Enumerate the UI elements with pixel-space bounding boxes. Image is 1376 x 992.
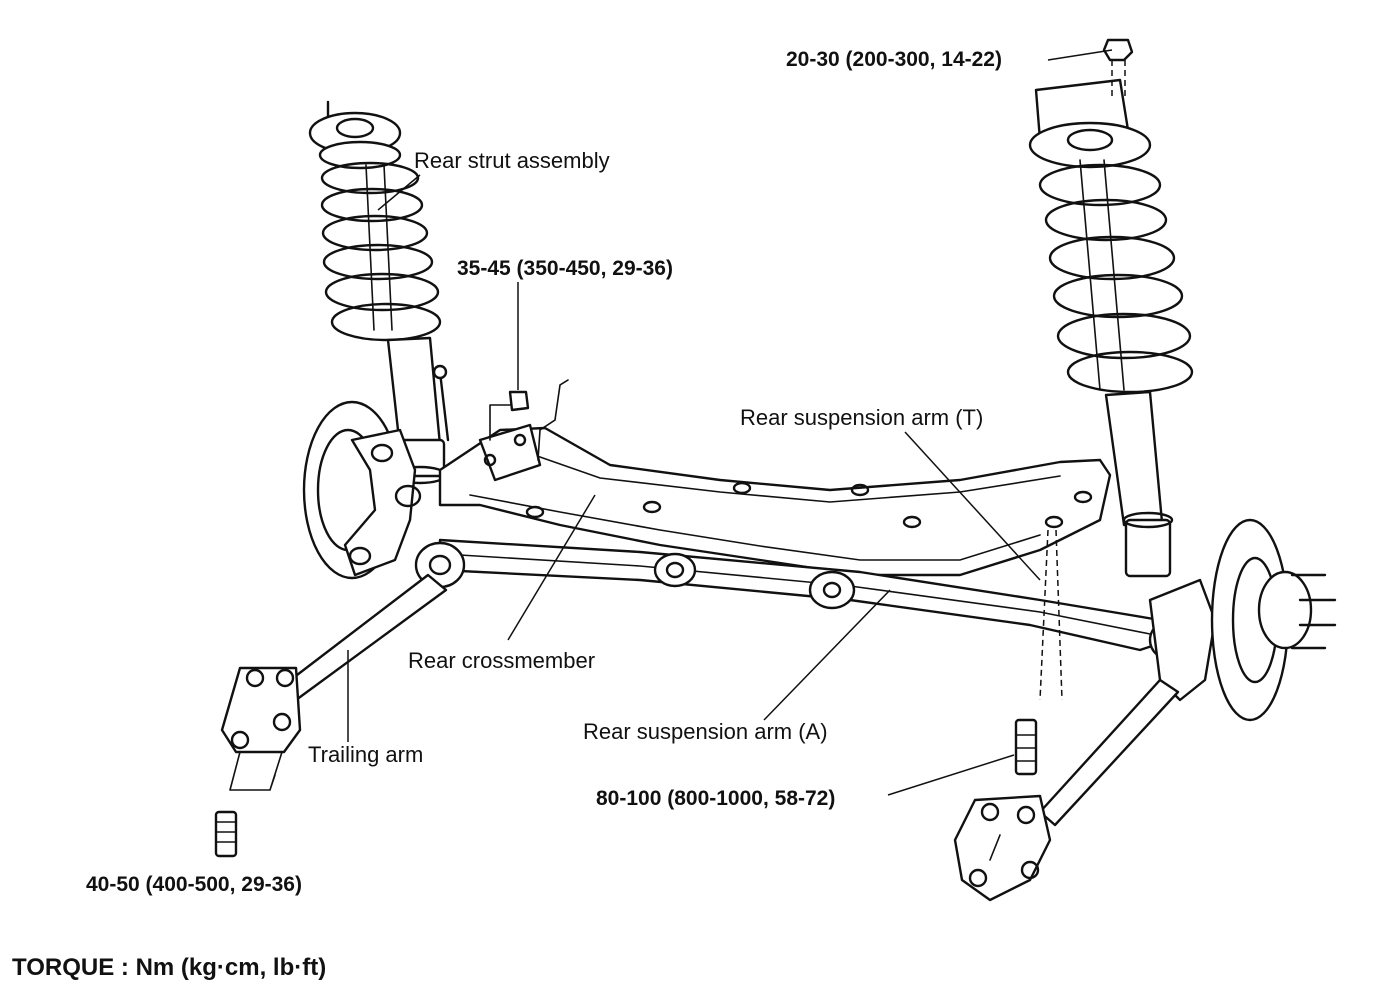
- torque-suspension-arm-bolt: 80-100 (800-1000, 58-72): [596, 787, 836, 810]
- left-knuckle: [302, 400, 422, 580]
- right-strut-assembly: [1028, 38, 1194, 578]
- torque-strut-top-nut: 20-30 (200-300, 14-22): [786, 48, 1002, 71]
- label-trailing-arm: Trailing arm: [308, 742, 424, 767]
- right-trailing-arm: [953, 678, 1180, 902]
- crossmember-nut: [489, 390, 530, 441]
- label-rear-crossmember: Rear crossmember: [408, 648, 596, 673]
- label-rear-strut-assembly: Rear strut assembly: [414, 148, 610, 173]
- torque-trailing-arm-bolt: 40-50 (400-500, 29-36): [86, 873, 302, 896]
- leader-lines: [347, 49, 1126, 796]
- torque-units-note: TORQUE : Nm (kg·cm, lb·ft): [12, 954, 327, 981]
- label-rear-suspension-arm-a: Rear suspension arm (A): [583, 719, 828, 744]
- label-rear-suspension-arm-t: Rear suspension arm (T): [740, 405, 984, 430]
- right-knuckle: [1148, 518, 1337, 722]
- left-trailing-arm: [214, 573, 448, 858]
- torque-crossmember-bolt: 35-45 (350-450, 29-36): [457, 257, 673, 280]
- rear-crossmember: [438, 379, 1112, 577]
